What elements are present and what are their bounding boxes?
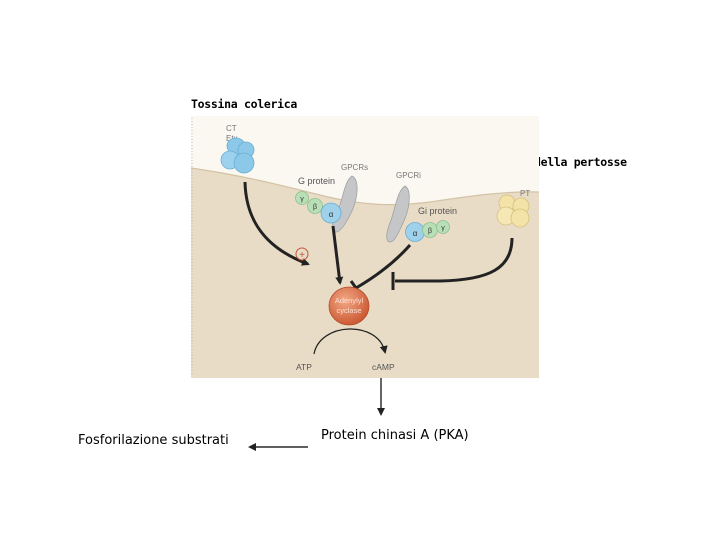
gamma-i-text: γ (441, 225, 445, 232)
alpha-subunit-s (320, 202, 342, 224)
membrane-line (190, 167, 540, 206)
pertussis-toxin-molecule (496, 194, 530, 228)
g-protein-i-text: Gi protein (418, 206, 457, 216)
beta-subunit-s (307, 198, 323, 214)
g-protein-s-text: G protein (298, 176, 335, 186)
gpcr-s-text: GPCRs (341, 163, 368, 172)
cytoplasm-region (191, 168, 539, 378)
ct-text: CT (226, 124, 237, 133)
gpcr-i-receptor (386, 185, 410, 243)
plus-circle (295, 247, 309, 261)
gi-inhibition-line (355, 244, 412, 290)
adenylyl-text-2: cyclase (336, 306, 361, 315)
pt-inhibition-line (395, 237, 514, 283)
ct-activation-arrow (243, 181, 310, 266)
cholera-toxin-label: Tossina colerica (191, 97, 297, 111)
gamma-subunit-s (295, 191, 309, 205)
gs-activation-arrow (331, 225, 344, 285)
atp-camp-arc (313, 328, 388, 355)
beta-s-text: β (313, 204, 317, 211)
gpcr-i-text: GPCRi (396, 171, 421, 180)
pka-label: Protein chinasi A (PKA) (321, 428, 469, 443)
camp-text: cAMP (372, 362, 395, 372)
adenylyl-cyclase (328, 286, 370, 326)
alpha-s-text: α (329, 210, 334, 219)
pt-text: PT (520, 189, 530, 198)
phosphorylation-label: Fosforilazione substrati (78, 433, 229, 448)
plus-text: + (299, 250, 305, 261)
atp-text: ATP (296, 362, 312, 372)
adenylyl-text-1: Adenylyl (335, 296, 364, 305)
alpha-i-text: α (413, 229, 418, 238)
beta-i-text: β (428, 228, 432, 235)
gamma-s-text: γ (300, 196, 304, 203)
cholera-toxin-molecule (220, 137, 255, 174)
gamma-subunit-i (436, 220, 450, 234)
